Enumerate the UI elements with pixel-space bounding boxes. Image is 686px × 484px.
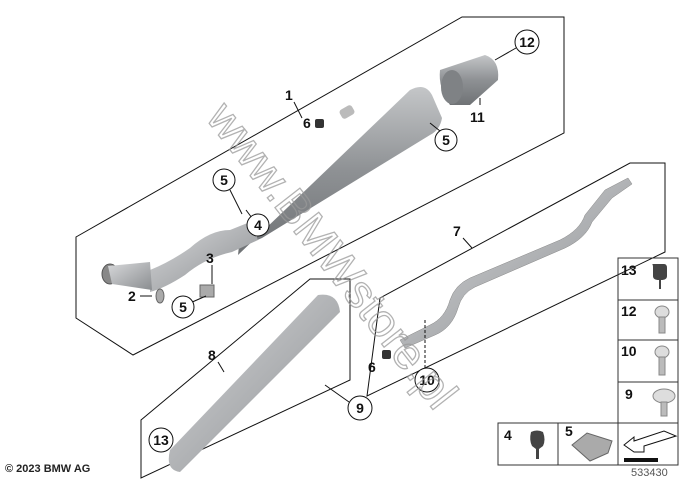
panel-bracket xyxy=(366,162,666,397)
grid-label-9: 9 xyxy=(625,386,633,402)
silencer-part[interactable] xyxy=(101,86,442,292)
panel-silencer-assembly xyxy=(75,16,565,356)
watermark: www.BMWstore.pl xyxy=(197,91,468,418)
end-cap-part[interactable] xyxy=(439,55,499,105)
callout-9[interactable]: 9 xyxy=(356,400,364,416)
callout-1[interactable]: 1 xyxy=(285,87,293,103)
grid-label-4: 4 xyxy=(504,427,512,443)
screw-icon xyxy=(654,305,670,334)
clamp-parts[interactable] xyxy=(155,284,215,304)
flange-screw-icon xyxy=(652,388,676,417)
callout-11[interactable]: 11 xyxy=(470,109,485,125)
rubber-buffer-icon xyxy=(530,430,545,459)
grid-label-12: 12 xyxy=(621,303,637,319)
callout-6[interactable]: 6 xyxy=(303,115,311,131)
callout-5[interactable]: 5 xyxy=(179,299,187,315)
callout-6[interactable]: 6 xyxy=(368,359,376,375)
copyright: © 2023 BMW AG xyxy=(5,463,91,475)
panel-heat-shield xyxy=(140,278,351,479)
callout-3[interactable]: 3 xyxy=(206,250,214,266)
callout-5[interactable]: 5 xyxy=(220,172,228,188)
rubber-buffer-icon xyxy=(652,264,667,289)
diagram-number: 533430 xyxy=(631,467,668,479)
screw-icon xyxy=(654,345,670,376)
speed-nut-icon xyxy=(571,432,613,462)
bracket-part[interactable] xyxy=(382,177,633,359)
callout-2[interactable]: 2 xyxy=(128,288,136,304)
grid-label-13: 13 xyxy=(621,262,637,278)
callout-10[interactable]: 10 xyxy=(419,372,435,388)
parts-grid xyxy=(497,257,679,466)
callout-4[interactable]: 4 xyxy=(254,217,262,233)
callout-7[interactable]: 7 xyxy=(453,223,461,239)
callout-12[interactable]: 12 xyxy=(519,34,535,50)
arrow-icon xyxy=(623,430,678,462)
callout-8[interactable]: 8 xyxy=(208,347,216,363)
grid-label-10: 10 xyxy=(621,343,637,359)
heat-shield-part[interactable] xyxy=(168,294,340,472)
callout-13[interactable]: 13 xyxy=(153,432,169,448)
callout-5[interactable]: 5 xyxy=(442,132,450,148)
grid-label-5: 5 xyxy=(565,423,573,439)
